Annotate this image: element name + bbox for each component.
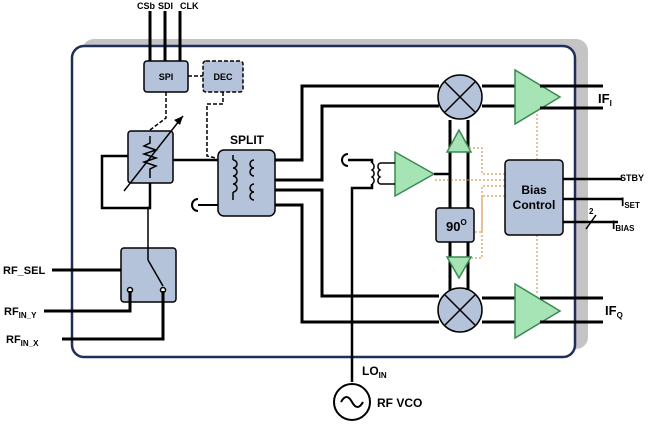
mixer-to-amp-lines — [482, 84, 515, 324]
rf-vco-source-icon — [333, 383, 371, 421]
bias-control-block — [504, 159, 564, 236]
pin-clk-label: CLK — [180, 1, 199, 11]
serial-bus-lines — [148, 11, 182, 62]
if-q-amplifier — [514, 282, 562, 340]
lo-input-lines — [348, 158, 374, 382]
pin-if-q-label: IFQ — [605, 303, 623, 320]
attenuator-resistor-icon — [141, 136, 159, 178]
bus-width-label: 2 — [589, 207, 594, 216]
splitter-transformer-icon — [232, 155, 255, 201]
split-label: SPLIT — [230, 133, 265, 147]
lo-transformer-icon — [370, 162, 395, 185]
attenuator-switch-links — [100, 154, 152, 210]
lo-buffer-down — [445, 256, 473, 280]
if-i-amplifier — [514, 68, 562, 126]
lo-amplifier — [394, 150, 436, 198]
bias-control-label-line1: Bias — [521, 183, 547, 197]
pin-ibias-label: IBIAS — [612, 218, 635, 233]
mixer-q — [437, 287, 483, 333]
splitter-ground-icon — [191, 198, 199, 212]
bias-trace-lines — [434, 114, 538, 294]
attenuator-arrow-icon — [123, 115, 184, 192]
pin-rf-in-y-label: RFIN_Y — [4, 306, 37, 320]
lo-buffer-up — [445, 128, 473, 153]
pin-stby-label: STBY — [620, 173, 644, 183]
if-output-lines — [540, 84, 603, 324]
dec-label: DEC — [213, 72, 233, 82]
pin-if-i-label: IFI — [598, 91, 612, 108]
pin-csb-label: CSb — [137, 1, 156, 11]
spi-label: SPI — [159, 72, 174, 82]
pin-rf-sel-label: RF_SEL — [3, 265, 45, 277]
pin-sdi-label: SDI — [158, 1, 173, 11]
attenuator-arrowhead — [174, 116, 183, 125]
pin-iset-label: ISET — [621, 195, 640, 210]
left-pin-lines — [44, 268, 165, 341]
mixer-i — [437, 74, 483, 120]
lo-ground-icon — [341, 153, 349, 167]
spi-dec-dashed-links — [149, 75, 224, 159]
bus-slash-icon — [585, 214, 597, 230]
bias-control-label-line2: Control — [513, 198, 556, 212]
rf-vco-label: RF VCO — [377, 396, 422, 410]
phase-shifter-label: 90O — [446, 218, 467, 234]
phase-shifter-block — [435, 207, 475, 243]
pin-rf-in-x-label: RFIN_X — [6, 334, 39, 348]
splitter-block — [217, 149, 276, 217]
rf-to-mixer-lines — [275, 84, 439, 324]
pin-lo-in-label: LOIN — [362, 364, 387, 380]
